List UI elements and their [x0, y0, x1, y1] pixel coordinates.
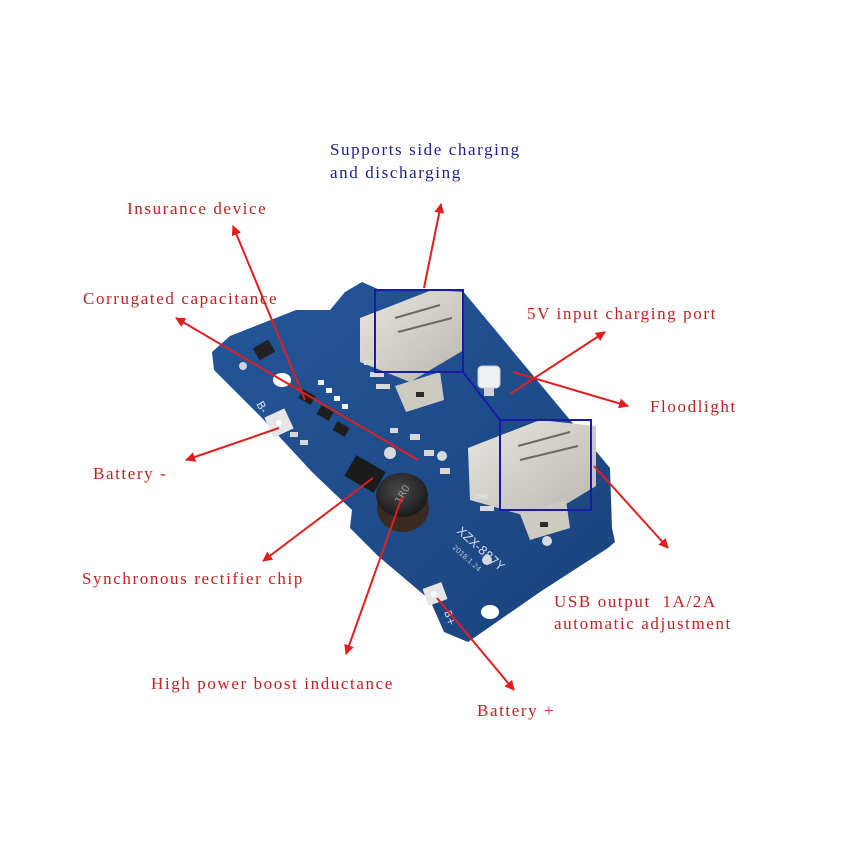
label-side-charging-line2: and discharging — [330, 163, 462, 182]
label-insurance-device: Insurance device — [127, 199, 268, 218]
arrow-insurance-device — [231, 225, 306, 401]
label-battery-positive: Battery + — [477, 701, 556, 720]
sot-chip — [332, 421, 350, 437]
label-usb-output-line1: USB output 1A/2A — [554, 592, 717, 611]
label-floodlight: Floodlight — [650, 397, 737, 416]
label-usb-output-line2: automatic adjustment — [554, 614, 732, 633]
label-sync-rectifier: Synchronous rectifier chip — [82, 569, 304, 588]
arrow-floodlight — [512, 371, 629, 409]
arrow-corrugated-capacitance — [175, 317, 419, 461]
highlight-box-side-port — [374, 289, 464, 373]
usb-port-side — [360, 290, 464, 412]
arrow-sync-rectifier — [262, 477, 374, 562]
floodlight-led — [477, 365, 501, 396]
boost-inductor: 1R0 — [376, 473, 429, 532]
arrow-battery-positive — [436, 597, 515, 691]
label-boost-inductance: High power boost inductance — [151, 674, 394, 693]
label-battery-negative: Battery - — [93, 464, 168, 483]
arrow-boost-inductance — [344, 496, 403, 655]
led-indicators — [318, 380, 348, 409]
arrow-battery-negative — [185, 427, 280, 462]
label-corrugated-capacitance: Corrugated capacitance — [83, 289, 279, 308]
sync-rectifier-chip — [344, 455, 386, 493]
arrow-usb-output — [593, 465, 669, 549]
mounting-hole-bottom — [481, 605, 499, 619]
highlight-box-output-port — [499, 419, 592, 511]
label-input-port: 5V input charging port — [527, 304, 717, 323]
silk-b-minus: B- — [253, 399, 270, 415]
arrow-side-charging — [423, 203, 445, 289]
silk-b-plus: B+ — [441, 609, 457, 627]
sot-chip — [316, 405, 334, 421]
label-side-charging-line1: Supports side charging — [330, 140, 521, 159]
highlight-connector-line — [462, 371, 501, 421]
arrow-input-port — [509, 331, 606, 395]
